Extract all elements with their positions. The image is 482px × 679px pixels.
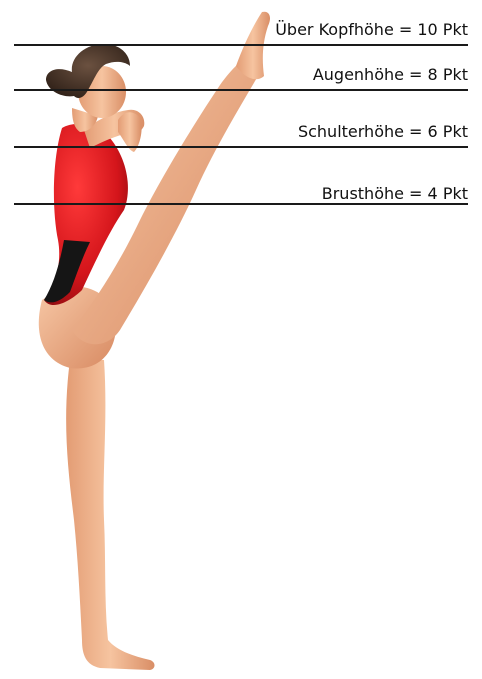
level-label-above-head: Über Kopfhöhe = 10 Pkt <box>271 20 468 39</box>
level-line-above-head <box>14 44 468 46</box>
level-line-chest <box>14 203 468 205</box>
level-label-chest: Brusthöhe = 4 Pkt <box>318 184 468 203</box>
standing-leg <box>66 360 154 670</box>
level-line-eye <box>14 89 468 91</box>
level-label-shoulder: Schulterhöhe = 6 Pkt <box>294 122 468 141</box>
level-label-eye: Augenhöhe = 8 Pkt <box>309 65 468 84</box>
level-line-shoulder <box>14 146 468 148</box>
